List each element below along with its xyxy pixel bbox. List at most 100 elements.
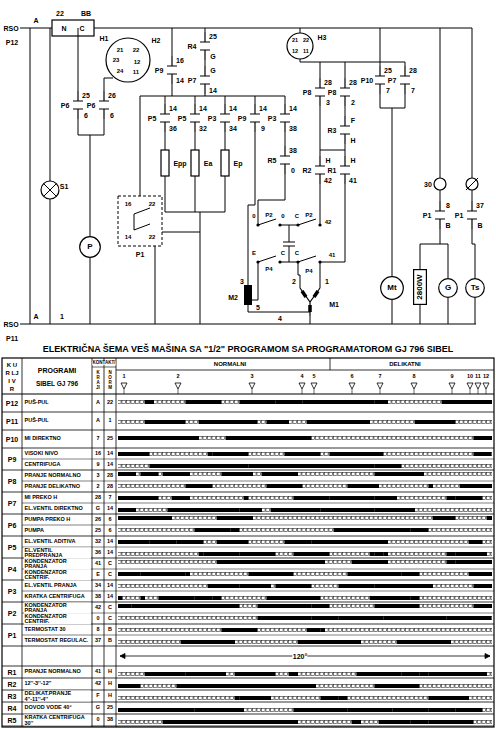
timing-bar	[186, 572, 191, 576]
cam-label: P11	[5, 418, 18, 425]
contact-number: 0	[96, 717, 100, 723]
thermostat-symbol	[434, 178, 446, 190]
timing-bar	[384, 616, 398, 620]
switch-pin	[278, 260, 281, 263]
switch-lever	[298, 256, 316, 262]
timing-bar	[244, 464, 249, 468]
timing-grid	[118, 552, 492, 556]
contact-number: 38	[106, 717, 113, 723]
column-header: R LJ	[5, 370, 19, 376]
cam-label: P7	[7, 500, 17, 507]
timing-bar	[118, 572, 141, 576]
wire	[320, 262, 321, 288]
wire	[440, 190, 441, 201]
program-name: EL.VENTIL ADITIVA	[24, 539, 91, 545]
contact-number: 14	[106, 539, 113, 545]
timing-bar	[429, 720, 474, 724]
table-rule	[116, 358, 117, 727]
terminal-label: H	[325, 157, 331, 164]
timing-grid	[118, 508, 492, 512]
table-rule	[22, 358, 23, 727]
switch-lever	[258, 219, 276, 225]
contact-symbol	[340, 116, 350, 144]
wire	[320, 106, 321, 150]
wire	[94, 28, 472, 29]
terminal-label: 28	[324, 79, 333, 86]
timing-bar	[411, 720, 429, 724]
terminal-label: 25	[82, 92, 91, 99]
timing-bar	[478, 552, 487, 556]
timing-bar	[217, 720, 226, 724]
program-name: PUMPA PREKO H	[24, 517, 91, 523]
timing-bar	[375, 604, 420, 608]
terminal-label: P1	[135, 251, 145, 258]
timing-bar	[118, 436, 172, 440]
program-name: TERMOSTAT REGULAC.	[24, 638, 91, 644]
cam-label: P2	[7, 610, 17, 617]
program-step: 4	[300, 374, 304, 380]
terminal-label: 7	[386, 87, 391, 94]
cam-label: R2	[7, 681, 17, 688]
wire	[345, 150, 346, 156]
wire	[345, 144, 346, 150]
contact-name: P1	[454, 212, 464, 219]
timing-bar	[375, 508, 416, 512]
wire	[380, 28, 381, 66]
contact-number: 7	[108, 495, 112, 501]
timing-grid	[118, 720, 492, 724]
column-header: I V	[8, 378, 16, 384]
timing-bar	[330, 496, 375, 500]
contact-name: P8	[327, 89, 337, 96]
step-marker	[299, 383, 305, 389]
contact-name: P3	[207, 115, 217, 122]
contact-number: 42	[94, 681, 101, 687]
timing-bar	[375, 472, 425, 476]
timing-bar	[361, 616, 384, 620]
timing-bar	[150, 464, 200, 468]
timing-bar	[298, 640, 316, 644]
timing-bar	[447, 496, 456, 500]
contact-number: 14	[106, 462, 113, 468]
timing-bar	[285, 540, 312, 544]
timing-bar	[240, 584, 272, 588]
program-step: 5	[312, 374, 316, 380]
timing-bar	[294, 552, 330, 556]
timing-grid	[118, 528, 492, 532]
motor-winding	[244, 285, 252, 305]
timing-bar	[339, 696, 348, 700]
program-step: 7	[378, 374, 382, 380]
terminal-label: 8	[446, 202, 451, 209]
step-marker	[121, 383, 127, 389]
terminal-label: 14	[199, 105, 208, 112]
timing-grid	[118, 672, 492, 676]
terminal-label: 0	[291, 167, 296, 174]
wire	[285, 96, 286, 104]
timing-bar	[375, 464, 402, 468]
wire	[140, 96, 285, 97]
timing-bar	[136, 452, 150, 456]
terminal-label: 16	[124, 201, 132, 207]
terminal-label: 14	[209, 87, 218, 94]
contact-name: P9	[154, 67, 164, 74]
terminal-label: E	[251, 250, 256, 256]
wire	[165, 96, 166, 104]
wire	[20, 324, 476, 325]
column-header: SIBEL GJ 796	[35, 381, 78, 388]
timing-bar	[375, 496, 398, 500]
contact-number: H	[108, 693, 113, 699]
cam-label: P6	[7, 522, 17, 529]
contact-number: 6	[108, 528, 112, 534]
wire	[380, 94, 405, 108]
component-circle: Ts	[465, 278, 485, 298]
terminal-label: 14	[176, 77, 185, 84]
program-step: 10	[466, 374, 473, 380]
timing-bar	[411, 528, 425, 532]
terminal-label: 0	[252, 213, 256, 219]
contact-name: R3	[327, 127, 337, 134]
timing-bar	[402, 672, 420, 676]
terminal-label: 25	[209, 33, 218, 40]
timing-bar	[172, 496, 190, 500]
table-rule	[2, 514, 494, 515]
timing-bar	[145, 420, 186, 424]
wire	[172, 84, 173, 96]
